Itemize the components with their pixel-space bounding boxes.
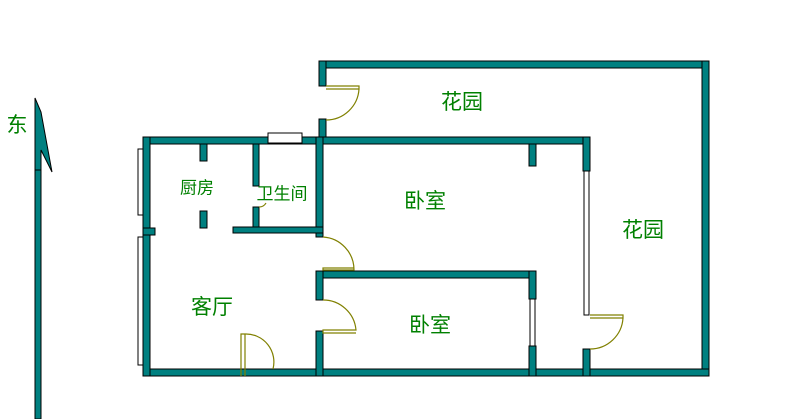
- room-label-garden-right: 花园: [622, 218, 664, 242]
- compass-direction-label: 东: [6, 113, 28, 137]
- room-label-bedroom-small: 卧室: [409, 313, 451, 337]
- room-label-kitchen: 厨房: [180, 178, 214, 199]
- doors: [240, 85, 624, 376]
- compass-arrow-icon: [34, 97, 53, 419]
- windows: [137, 132, 590, 366]
- room-label-bathroom: 卫生间: [256, 184, 308, 205]
- room-label-bedroom-main: 卧室: [404, 189, 446, 213]
- room-label-living-room: 客厅: [191, 295, 233, 319]
- house-walls: [142, 136, 710, 377]
- room-label-garden-top: 花园: [441, 90, 483, 114]
